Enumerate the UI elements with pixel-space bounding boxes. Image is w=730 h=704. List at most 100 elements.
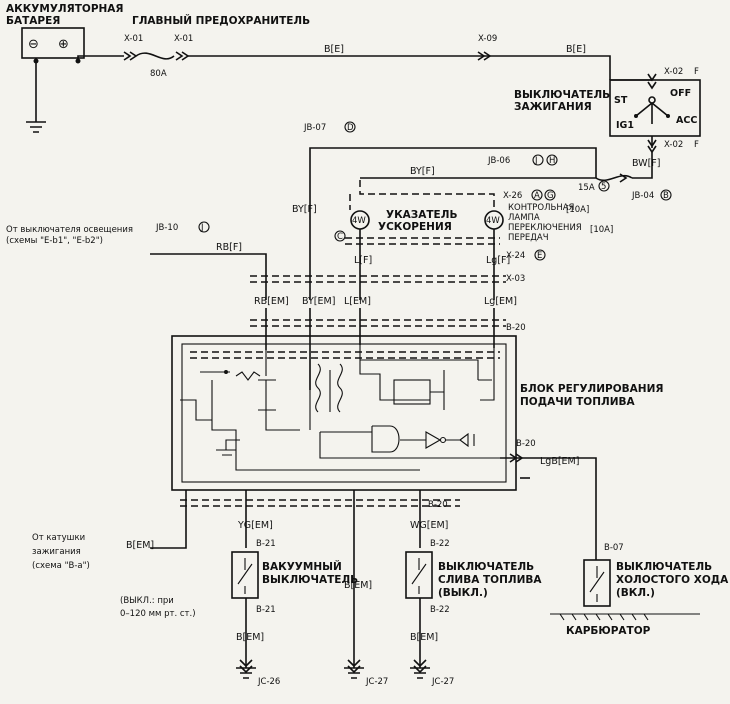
wire-label-lg-em: Lg[EM] — [484, 296, 517, 307]
accel-lamp-rating: 4W — [352, 216, 366, 226]
fuse-15a-code: 5 — [601, 182, 606, 192]
fuel-drain-switch: B-22 ВЫКЛЮЧАТЕЛЬ СЛИВА ТОПЛИВА (ВЫКЛ.) B… — [405, 539, 542, 615]
wire-label-by-em: BY[EM] — [302, 296, 335, 307]
wire-label-b-em-mid: B[EM] — [344, 580, 372, 591]
vacuum-conn-bottom: B-21 — [256, 605, 276, 615]
conn-x03: X-03 — [506, 274, 525, 284]
main-fuse-rating: 80A — [150, 69, 167, 79]
battery-plus-terminal: ⊕ — [58, 37, 69, 52]
drain-title-line2: СЛИВА ТОПЛИВА — [438, 574, 542, 586]
shift-lamp-line4: ПЕРЕДАЧ — [508, 233, 549, 243]
conn-jb06-code2: H — [549, 156, 555, 166]
accel-title-line1: УКАЗАТЕЛЬ — [386, 209, 457, 221]
conn-x26: X-26 — [503, 191, 522, 201]
conn-jb07: JB-07 — [303, 123, 326, 133]
wire-label-rb-em: RB[EM] — [254, 296, 289, 307]
ign-pos-st: ST — [614, 95, 628, 106]
wire-label-b-e-1: B[E] — [324, 44, 344, 55]
idle-title-line2: ХОЛОСТОГО ХОДА — [616, 574, 729, 586]
ign-pos-ig: IG1 — [616, 120, 634, 131]
idle-title-line1: ВЫКЛЮЧАТЕЛЬ — [616, 561, 712, 573]
shift-lamp-line3: ПЕРЕКЛЮЧЕНИЯ — [508, 223, 582, 233]
idle-switch: B-07 ВЫКЛЮЧАТЕЛЬ ХОЛОСТОГО ХОДА (ВКЛ.) К… — [550, 543, 729, 637]
ign-coil-line1: От катушки — [32, 533, 85, 543]
fuse-link — [135, 52, 175, 60]
wire-label-by-f-top: BY[F] — [410, 166, 435, 177]
battery-body — [21, 27, 85, 59]
conn-x09: X-09 — [478, 34, 497, 44]
drain-conn-top: B-22 — [430, 539, 450, 549]
main-fuse-conn-right: X-01 — [174, 34, 193, 44]
accel-title-line2: УСКОРЕНИЯ — [378, 221, 452, 233]
wire-label-bw-f: BW[F] — [632, 158, 660, 169]
accel-code: C — [337, 232, 343, 242]
ign-conn-top-code: F — [694, 67, 699, 77]
wire-label-yg-em: YG[EM] — [237, 520, 273, 531]
wire-label-b-em-drain: B[EM] — [410, 632, 438, 643]
main-fuse-title: ГЛАВНЫЙ ПРЕДОХРАНИТЕЛЬ — [132, 14, 310, 27]
ground-symbol — [26, 121, 46, 133]
ign-title-line2: ЗАЖИГАНИЯ — [514, 101, 592, 113]
fuel-unit-title-line1: БЛОК РЕГУЛИРОВАНИЯ — [520, 383, 663, 395]
main-fuse: ГЛАВНЫЙ ПРЕДОХРАНИТЕЛЬ X-01 X-01 80A — [77, 14, 310, 79]
vacuum-note-line1: (ВЫКЛ.: при — [120, 596, 174, 606]
ign-coil-line2: зажигания — [32, 547, 81, 557]
shift-indicator-lamp: 4W КОНТРОЛЬНАЯ ЛАМПА ПЕРЕКЛЮЧЕНИЯ ПЕРЕДА… — [484, 203, 582, 243]
idle-conn: B-07 — [604, 543, 624, 553]
conn-b20-top: B-20 — [506, 323, 526, 333]
ground-jc26-label: JC-26 — [257, 677, 280, 687]
fuse-15a: 15A — [578, 183, 595, 193]
vacuum-switch: B-21 ВАКУУМНЫЙ ВЫКЛЮЧАТЕЛЬ (ВЫКЛ.: при 0… — [120, 539, 358, 619]
fuel-unit-inner — [181, 343, 507, 483]
wire-label-wg-em: WG[EM] — [410, 520, 448, 531]
ground-jc27-b-label: JC-27 — [431, 677, 454, 687]
drain-title-line1: ВЫКЛЮЧАТЕЛЬ — [438, 561, 534, 573]
wire-label-l-f: L[F] — [354, 255, 372, 266]
wire-label-b-em-vac: B[EM] — [236, 632, 264, 643]
shift-lamp-line1: КОНТРОЛЬНАЯ — [508, 203, 575, 213]
ground-jc27-a: JC-27 — [344, 659, 388, 687]
ground-jc26: JC-26 — [236, 659, 280, 687]
ign-pos-off: OFF — [670, 88, 691, 99]
conn-jb04: JB-04 — [631, 191, 654, 201]
conn-jb06: JB-06 — [487, 156, 510, 166]
vacuum-title-line1: ВАКУУМНЫЙ — [262, 560, 342, 573]
vacuum-title-line2: ВЫКЛЮЧАТЕЛЬ — [262, 574, 358, 586]
shift-lamp-rating: 4W — [486, 216, 500, 226]
drain-conn-bottom: B-22 — [430, 605, 450, 615]
ign-conn-top: X-02 — [664, 67, 683, 77]
vacuum-conn-top: B-21 — [256, 539, 276, 549]
carburetor-label: КАРБЮРАТОР — [566, 625, 651, 637]
fuel-control-unit: БЛОК РЕГУЛИРОВАНИЯ ПОДАЧИ ТОПЛИВА — [171, 335, 663, 491]
ground-jc27-b: JC-27 — [410, 659, 454, 687]
shift-lamp-line2: ЛАМПА — [508, 213, 540, 223]
battery-minus-terminal: ⊖ — [28, 37, 39, 52]
conn-x26-code2: G — [547, 191, 554, 201]
wire-label-lg-f: Lg[F] — [486, 255, 510, 266]
ground-jc27-a-label: JC-27 — [365, 677, 388, 687]
conn-b20-bottom: B-20 — [428, 500, 448, 510]
ign-conn-bottom: X-02 — [664, 140, 683, 150]
fuse-10a-2: [10A] — [590, 225, 613, 235]
conn-jb06-code1: J — [534, 156, 538, 166]
ign-pos-acc: ACC — [676, 115, 697, 126]
ign-switch-body — [609, 79, 701, 137]
wire-label-rb-f: RB[F] — [216, 242, 242, 253]
wire-label-b-em-left: B[EM] — [126, 540, 154, 551]
conn-x26-code1: A — [534, 191, 540, 201]
battery-title-line1: АККУМУЛЯТОРНАЯ — [6, 3, 124, 15]
ign-conn-bottom-code: F — [694, 140, 699, 150]
accel-indicator: 4W C УКАЗАТЕЛЬ УСКОРЕНИЯ — [334, 209, 457, 242]
conn-b20-right: B-20 — [516, 439, 536, 449]
conn-jb07-code: D — [347, 123, 354, 133]
idle-title-line3: (ВКЛ.) — [616, 587, 655, 599]
wire-label-b-e-2: B[E] — [566, 44, 586, 55]
fuel-unit-outer — [171, 335, 517, 491]
battery: АККУМУЛЯТОРНАЯ БАТАРЕЯ ⊖ ⊕ — [6, 3, 124, 133]
conn-jb10: JB-10 — [155, 223, 178, 233]
wire-label-lgb-em: LgB[EM] — [540, 456, 579, 467]
ign-coil-line3: (схема "B-a") — [32, 561, 90, 571]
vacuum-note-line2: 0–120 мм рт. ст.) — [120, 609, 196, 619]
wire-label-l-em: L[EM] — [344, 296, 371, 307]
